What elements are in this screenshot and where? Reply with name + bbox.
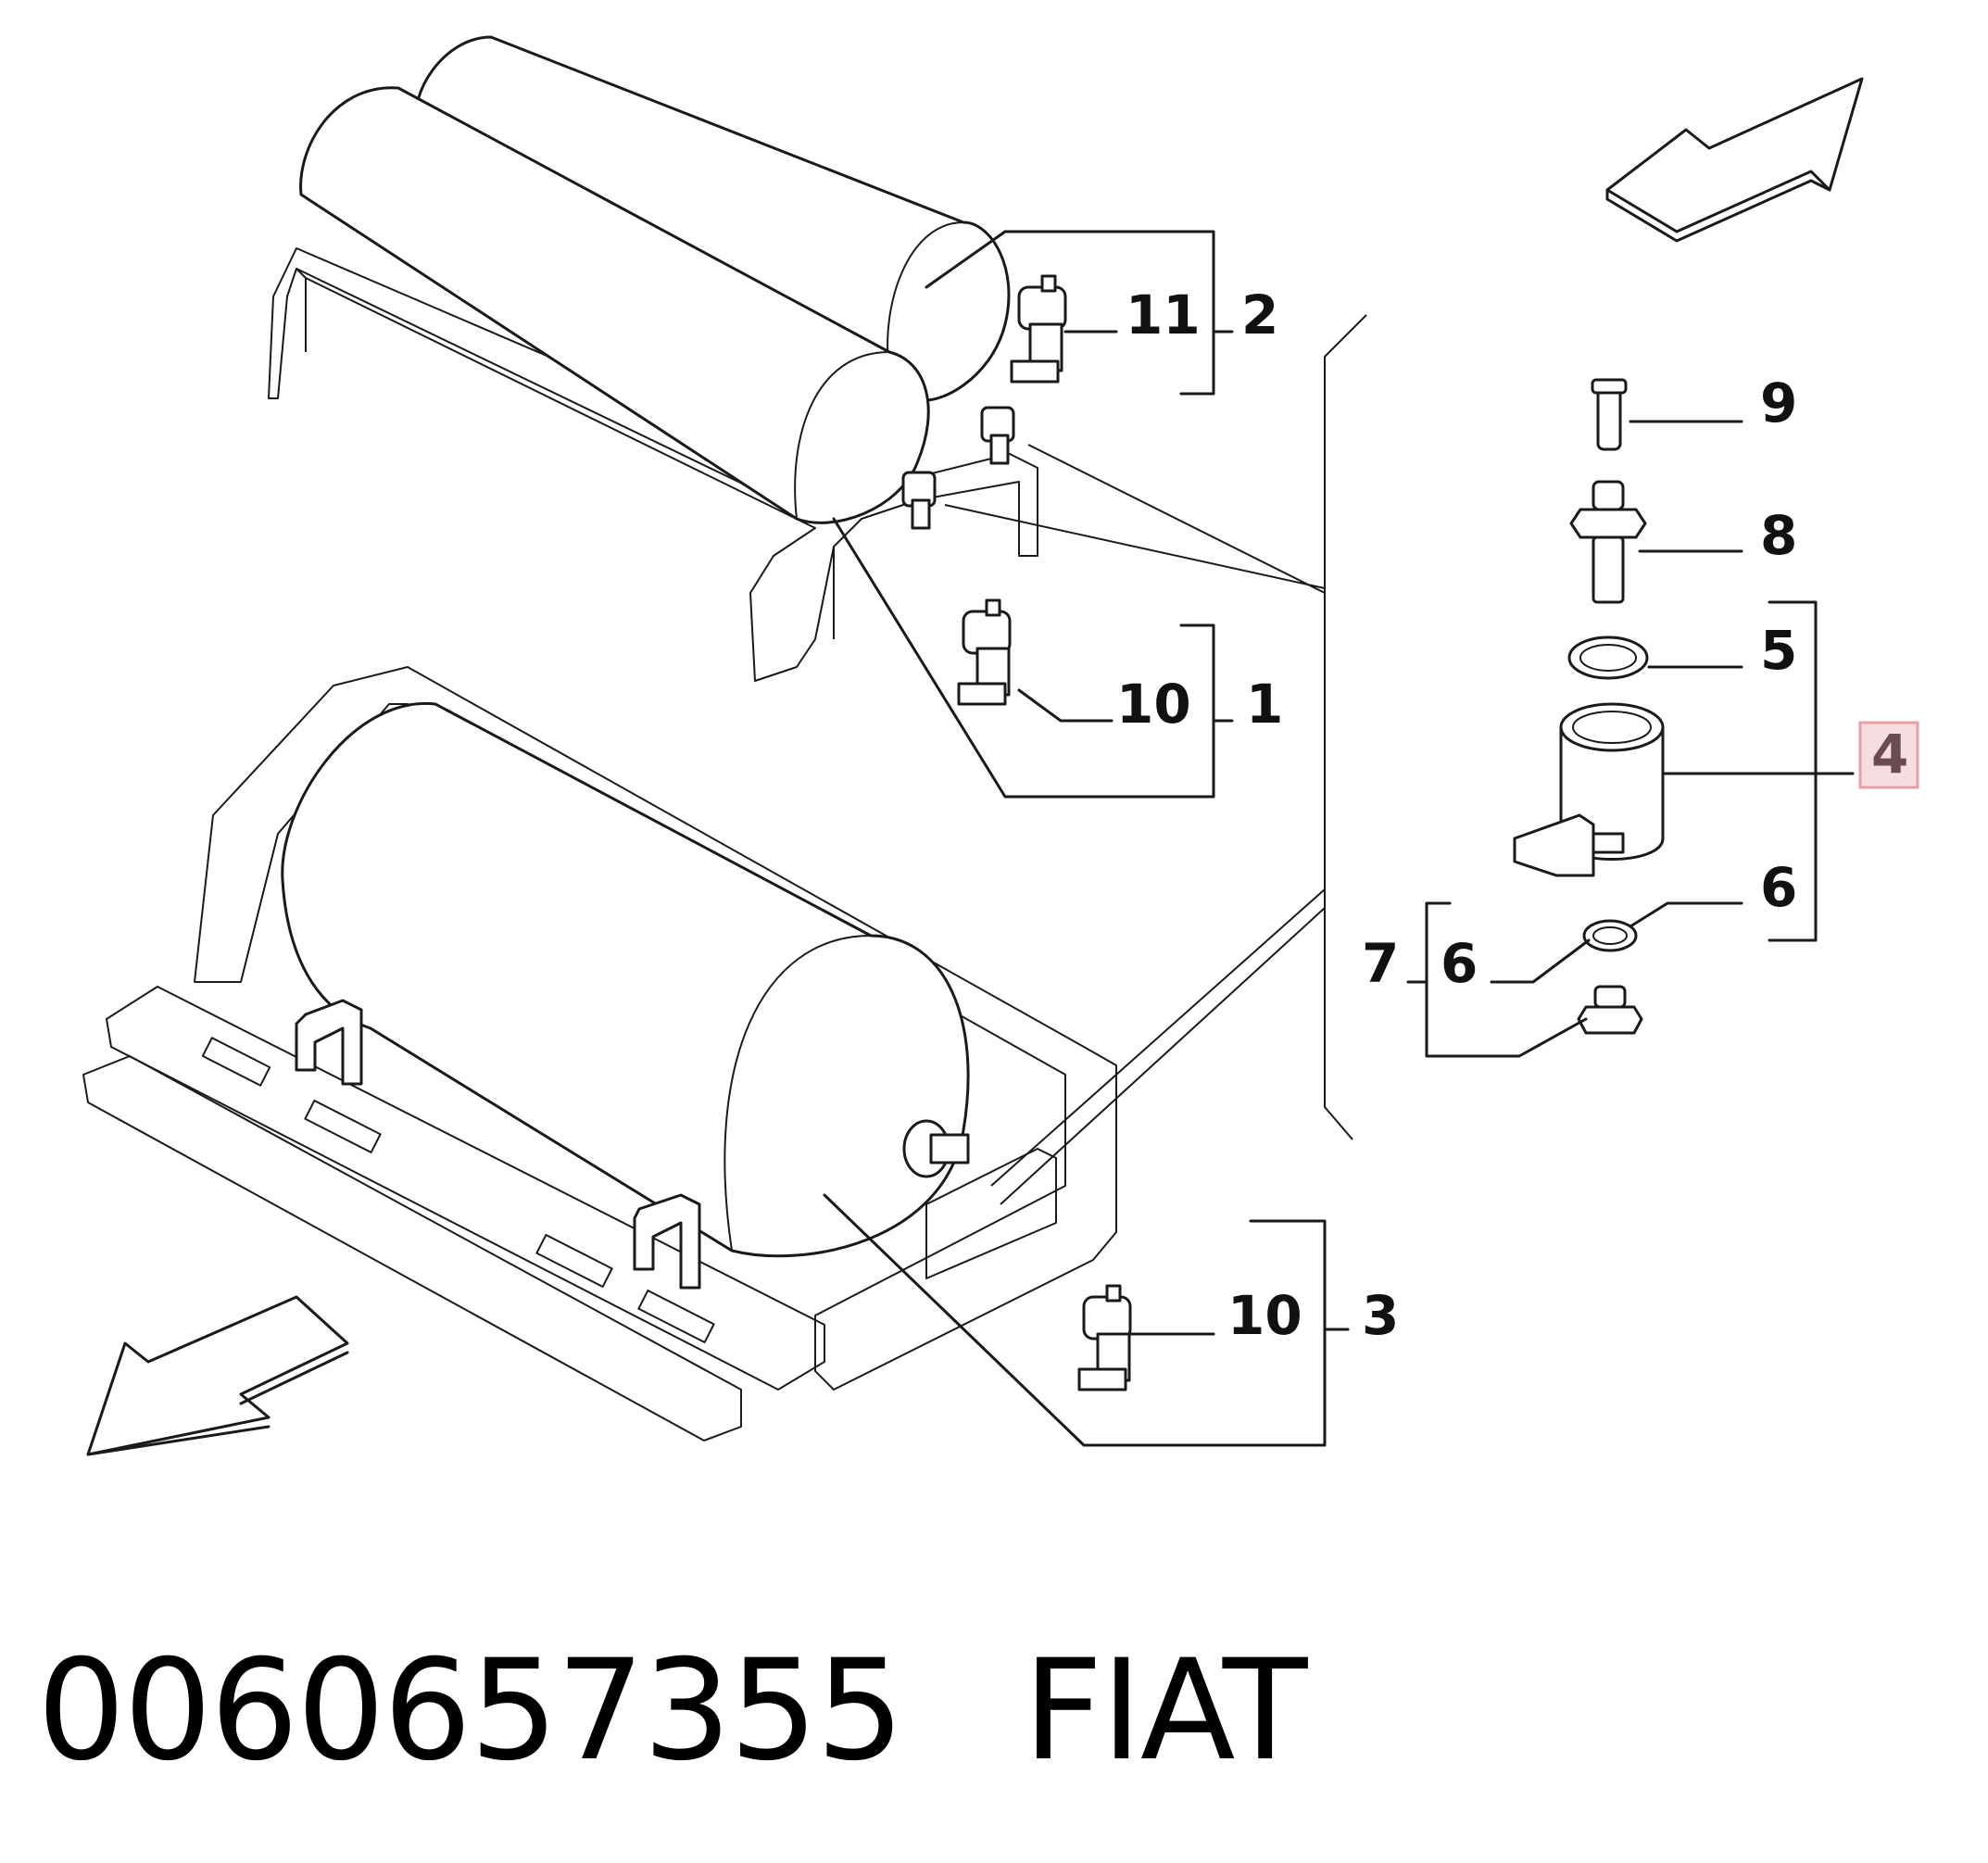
- callout-9: 9: [1760, 371, 1797, 434]
- callout-10-lower: 10: [1227, 1284, 1302, 1347]
- lower-valve: [902, 1119, 970, 1178]
- parts-diagram: 11 2 9 8 5 4 10 1 6 7 6 10 3: [82, 35, 1919, 1456]
- upper-valve-2: [901, 471, 937, 530]
- callout-labels: 11 2 9 8 5 4 10 1 6 7 6 10 3: [1116, 283, 1908, 1347]
- valve-icon-10-upper: [957, 598, 1012, 706]
- callout-8: 8: [1760, 504, 1797, 567]
- part-caption: 0060657355 FIAT: [37, 1630, 1307, 1792]
- callout-3: 3: [1362, 1284, 1399, 1347]
- upper-tank-assembly: [268, 35, 1038, 682]
- brand-name: FIAT: [1023, 1630, 1307, 1792]
- part-7-plug: [1577, 985, 1643, 1035]
- leader-lines: [823, 230, 1855, 1447]
- part-8-stem: [1569, 480, 1647, 604]
- callout-6-right: 6: [1760, 856, 1797, 919]
- callout-2: 2: [1241, 283, 1278, 346]
- lower-tank-assembly: [82, 666, 1117, 1441]
- bulkhead-lines: [944, 314, 1367, 1205]
- callout-11: 11: [1126, 283, 1201, 346]
- callout-4: 4: [1871, 723, 1908, 786]
- callout-7: 7: [1362, 932, 1399, 995]
- exploded-parts: [1513, 378, 1665, 1035]
- upper-valve-1: [980, 406, 1015, 465]
- valve-icon-10-lower: [1077, 1284, 1132, 1391]
- callout-10-upper: 10: [1116, 673, 1191, 736]
- part-number: 0060657355: [37, 1630, 904, 1792]
- direction-arrow-top-right: [1605, 77, 1864, 243]
- callout-1: 1: [1246, 673, 1283, 736]
- valve-icon-11: [1010, 274, 1067, 384]
- callout-6-left: 6: [1441, 932, 1478, 995]
- direction-arrow-bottom-left: [86, 1295, 349, 1456]
- part-9-pin: [1591, 378, 1628, 451]
- part-4-housing: [1513, 702, 1665, 877]
- callout-4-highlight: [1858, 721, 1919, 789]
- callout-5: 5: [1760, 619, 1797, 682]
- part-6-o-ring: [1582, 919, 1638, 952]
